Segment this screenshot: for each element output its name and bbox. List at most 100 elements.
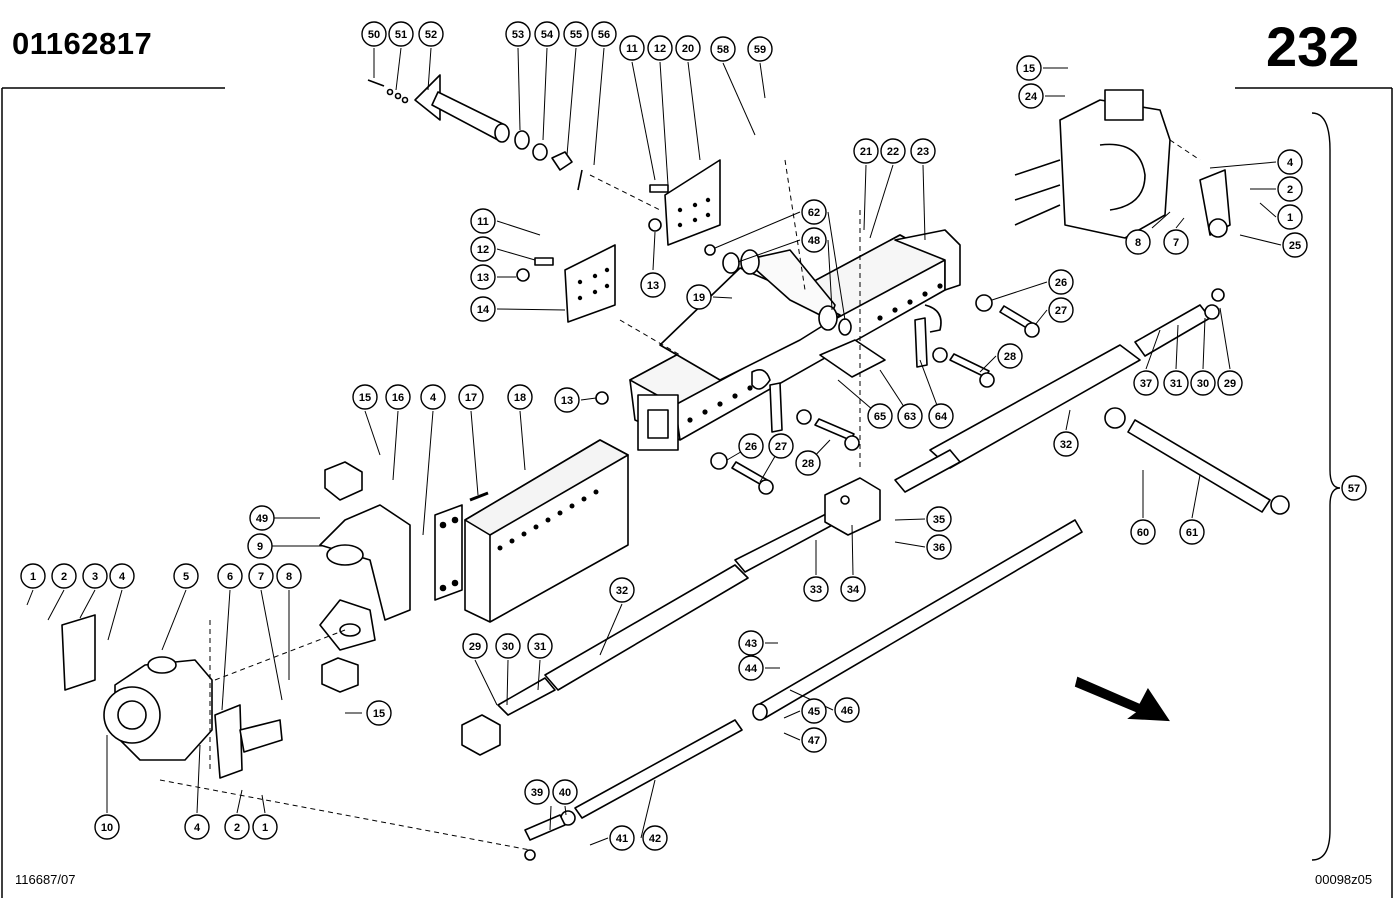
callout-51: 51 — [388, 21, 414, 47]
shaft-46 — [752, 519, 1083, 721]
callout-circle — [926, 506, 952, 532]
callout-label: 4 — [430, 392, 437, 404]
clip-12 — [534, 184, 669, 266]
callout-label: 24 — [1025, 91, 1038, 103]
callout-circle — [834, 697, 860, 723]
callout-circle — [1016, 55, 1042, 81]
callout-9: 9 — [247, 533, 273, 559]
callout-11-2: 11 — [470, 208, 496, 234]
callout-label: 57 — [1348, 483, 1360, 495]
callout-circle — [366, 700, 392, 726]
callout-32-2: 32 — [609, 577, 635, 603]
bolt-27 — [731, 305, 1040, 495]
callout-46: 46 — [834, 697, 860, 723]
callout-circle — [853, 138, 879, 164]
callout-circle — [252, 814, 278, 840]
callout-14: 14 — [470, 296, 496, 322]
callout-circle — [710, 36, 736, 62]
callout-circle — [470, 296, 496, 322]
callout-41: 41 — [609, 825, 635, 851]
page-number: 232 — [1266, 15, 1360, 78]
callout-label: 1 — [30, 571, 36, 583]
callout-label: 40 — [559, 787, 571, 799]
callout-label: 15 — [359, 392, 371, 404]
callout-circle — [997, 343, 1023, 369]
callout-circle — [1282, 232, 1308, 258]
callout-circle — [591, 21, 617, 47]
callout-37: 37 — [1133, 370, 1159, 396]
callout-45: 45 — [801, 698, 827, 724]
callout-30-2: 30 — [495, 633, 521, 659]
cylinder-32-upper — [894, 288, 1225, 493]
callout-label: 44 — [745, 663, 758, 675]
callout-27-2: 27 — [768, 433, 794, 459]
callout-label: 53 — [512, 29, 524, 41]
callout-circle — [552, 779, 578, 805]
callout-circle — [840, 576, 866, 602]
callout-label: 17 — [465, 392, 477, 404]
callout-label: 65 — [874, 411, 886, 423]
callout-36: 36 — [926, 534, 952, 560]
callout-12-2: 12 — [470, 236, 496, 262]
callout-label: 30 — [1197, 378, 1209, 390]
callout-label: 12 — [477, 244, 489, 256]
callout-24: 24 — [1018, 83, 1044, 109]
end-plate-17 — [434, 504, 463, 601]
callout-circle — [534, 21, 560, 47]
callout-10: 10 — [94, 814, 120, 840]
callout-54: 54 — [534, 21, 560, 47]
callout-circle — [609, 825, 635, 851]
callout-circle — [388, 21, 414, 47]
callout-label: 33 — [810, 584, 822, 596]
callout-circle — [418, 21, 444, 47]
bolt-28 — [796, 347, 995, 451]
callout-circle — [640, 272, 666, 298]
callout-55: 55 — [563, 21, 589, 47]
callout-circle — [642, 825, 668, 851]
callout-circle — [647, 35, 673, 61]
callout-label: 41 — [616, 833, 628, 845]
callout-label: 1 — [262, 822, 268, 834]
cylinder-32-lower — [497, 511, 839, 716]
callout-circle — [495, 633, 521, 659]
callout-27-1: 27 — [1048, 297, 1074, 323]
callout-circle — [738, 433, 764, 459]
callout-49: 49 — [249, 505, 275, 531]
yoke-9 — [319, 504, 411, 651]
callout-circle — [276, 563, 302, 589]
callout-26-2: 26 — [738, 433, 764, 459]
callout-label: 11 — [626, 43, 638, 55]
cap-29-left — [461, 714, 501, 756]
block-34 — [824, 477, 881, 536]
callout-label: 27 — [1055, 305, 1067, 317]
callout-circle — [686, 284, 712, 310]
callout-7-2: 7 — [248, 563, 274, 589]
callout-53: 53 — [505, 21, 531, 47]
callout-25: 25 — [1282, 232, 1308, 258]
nut-13-left — [516, 268, 609, 405]
callout-label: 26 — [745, 441, 757, 453]
callout-5: 5 — [173, 563, 199, 589]
callout-circle — [910, 138, 936, 164]
callout-label: 13 — [647, 280, 659, 292]
callout-12-1: 12 — [647, 35, 673, 61]
callout-label: 3 — [92, 571, 98, 583]
callout-circle — [527, 633, 553, 659]
callout-40: 40 — [552, 779, 578, 805]
callout-label: 61 — [1186, 527, 1198, 539]
callout-label: 49 — [256, 513, 268, 525]
callout-circle — [801, 227, 827, 253]
callout-label: 20 — [682, 43, 694, 55]
callout-50: 50 — [361, 21, 387, 47]
callout-33: 33 — [803, 576, 829, 602]
callout-21: 21 — [853, 138, 879, 164]
callout-8-2: 8 — [276, 563, 302, 589]
shaft-42 — [524, 719, 743, 861]
callout-19: 19 — [686, 284, 712, 310]
callout-circle — [173, 563, 199, 589]
callout-label: 39 — [531, 787, 543, 799]
callout-circle — [1179, 519, 1205, 545]
callout-label: 16 — [392, 392, 404, 404]
callout-57: 57 — [1341, 475, 1367, 501]
callout-label: 36 — [933, 542, 945, 554]
